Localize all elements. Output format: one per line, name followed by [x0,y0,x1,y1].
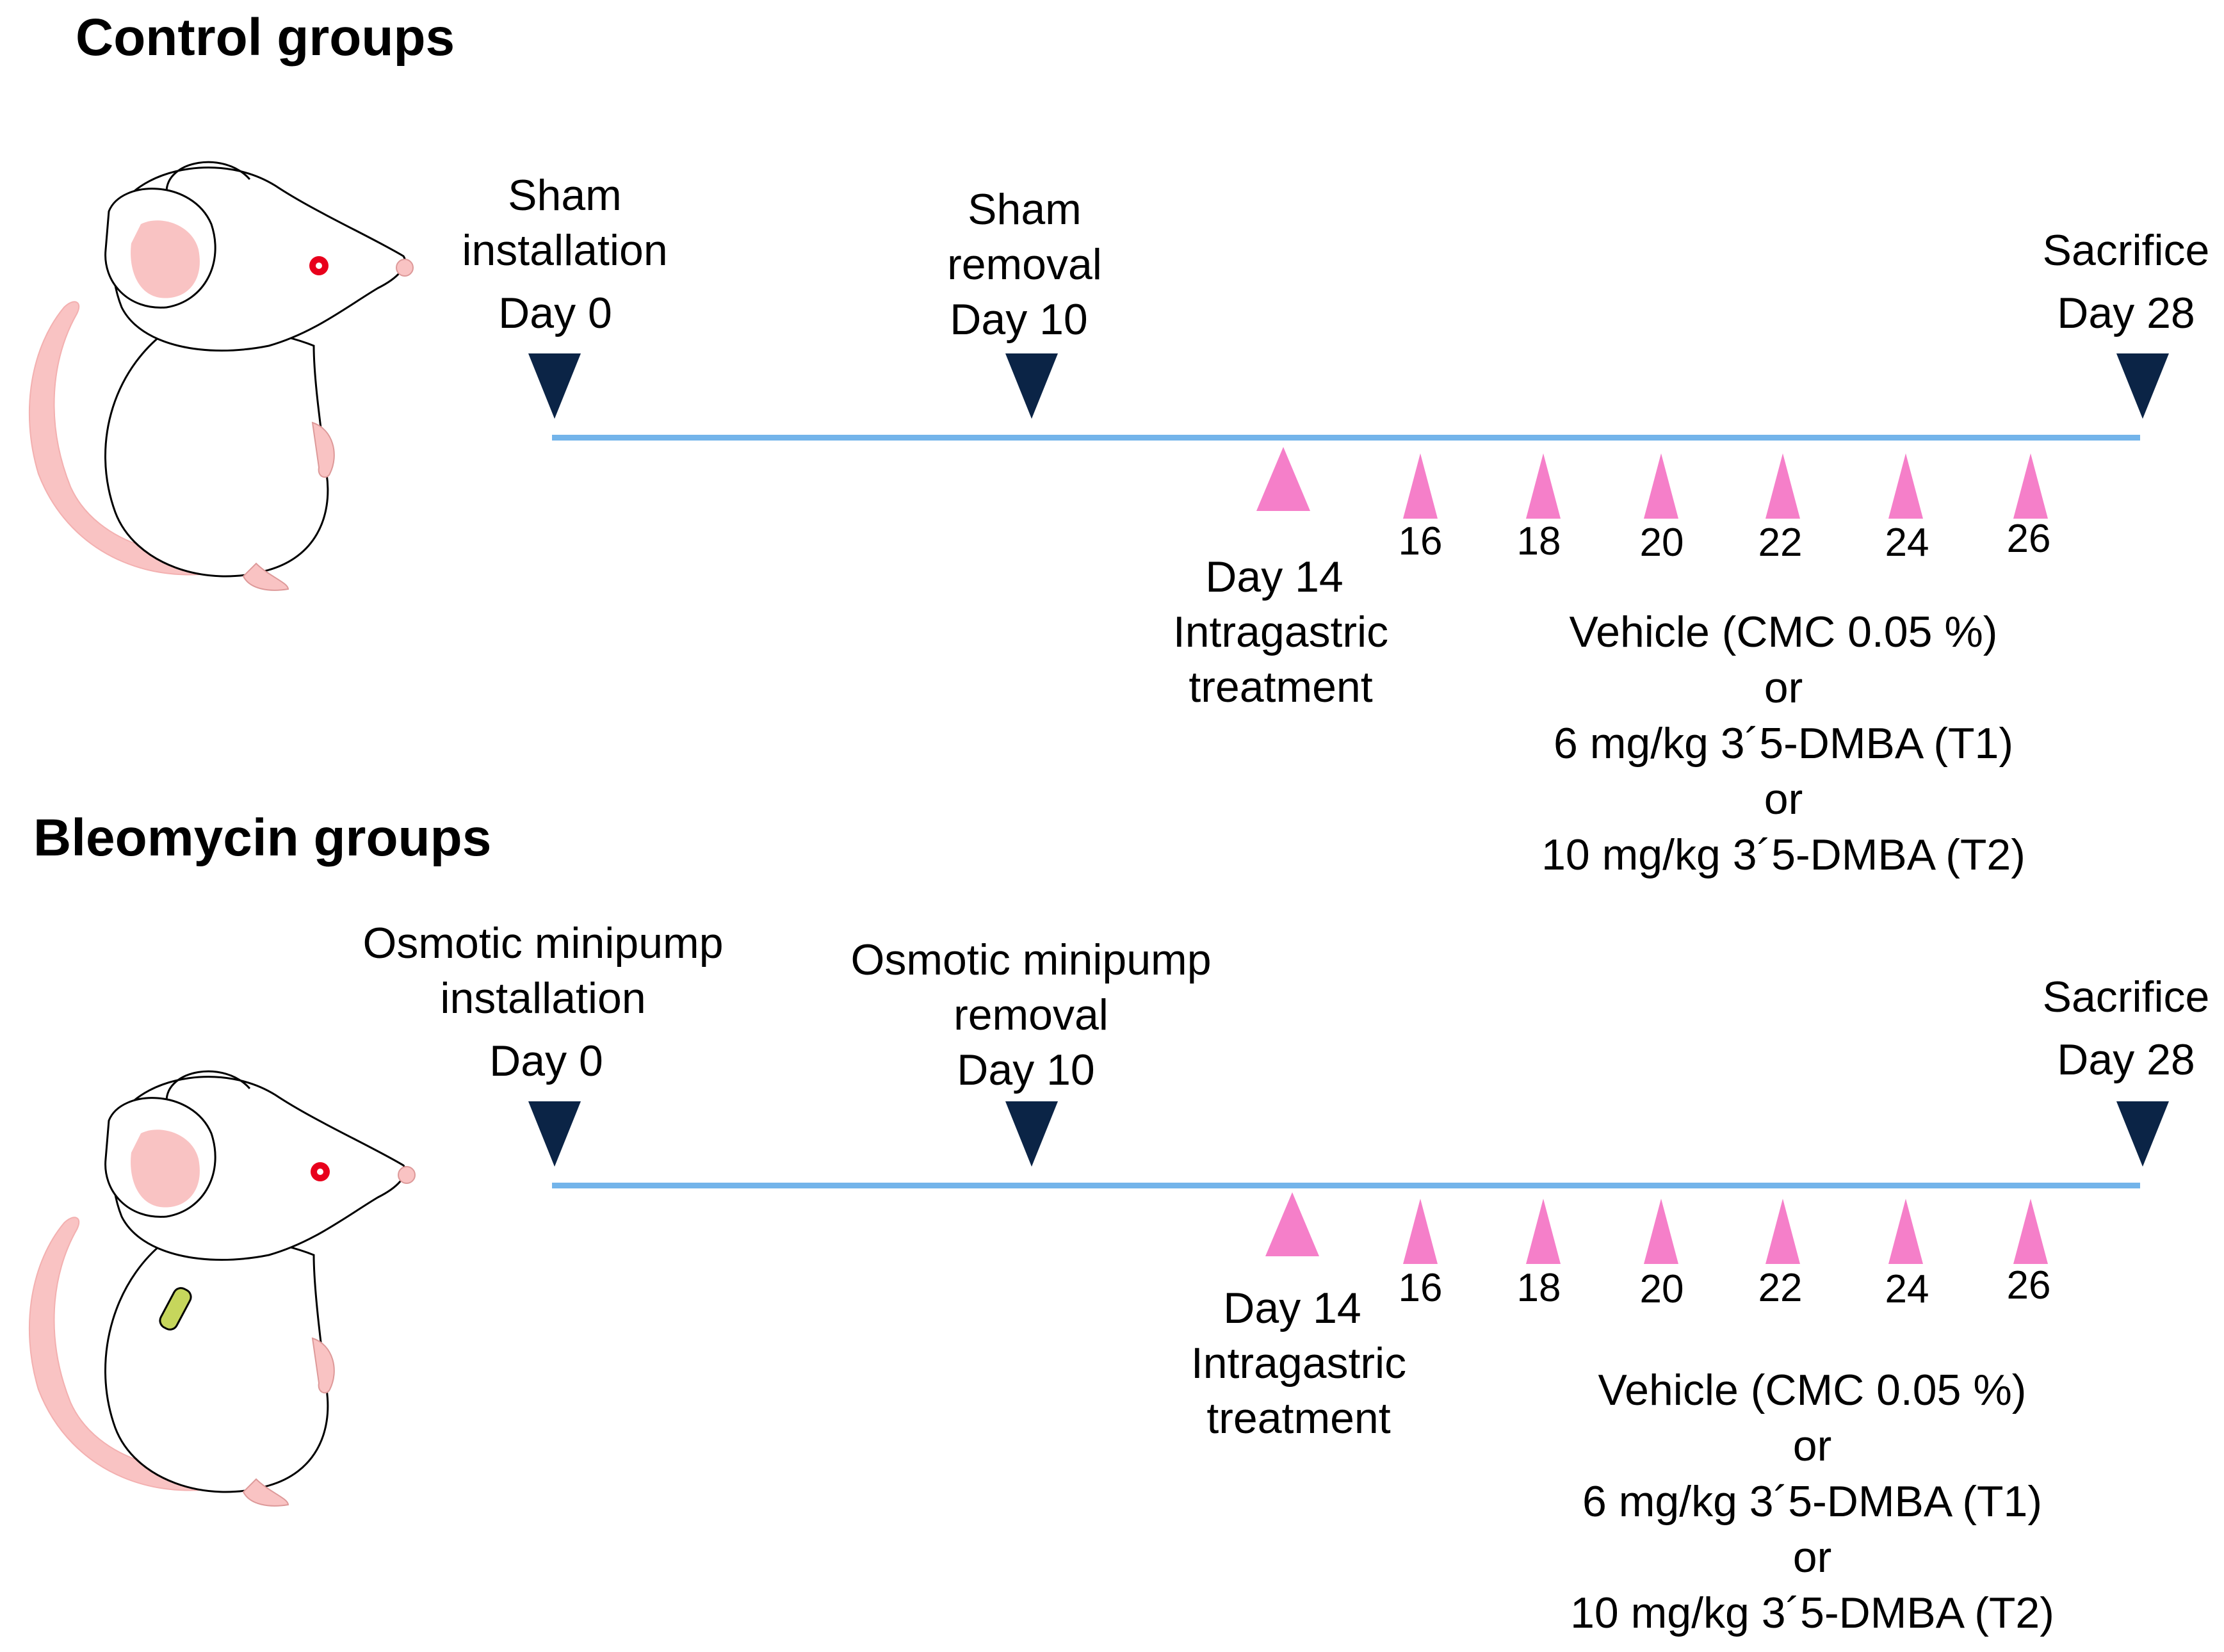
treatment-start-line: Day 14 [1223,1284,1361,1332]
event-name-line: Osmotic minipump [850,935,1212,984]
event-day: Day 0 [489,1037,603,1085]
event-label-day10: Sham removal Day 10 [864,182,1185,347]
event-day: Day 10 [950,295,1088,344]
treatment-description: Vehicle (CMC 0.05 %) or 6 mg/kg 3´5-DMBA… [1524,1363,2100,1641]
event-name-line: removal [954,991,1108,1039]
event-day: Day 28 [2057,289,2195,337]
treatment-start-line: treatment [1189,663,1373,711]
up-triangle-marker [1888,453,1923,519]
tick-label: 24 [1885,1267,1929,1311]
event-name-line: Sham [508,171,622,220]
event-name-line: removal [947,240,1102,289]
treatment-description-line: 6 mg/kg 3´5-DMBA (T1) [1554,719,2013,768]
up-triangle-marker [1526,1199,1561,1264]
down-triangle-marker [1005,1101,1058,1167]
tick-label: 16 [1398,1266,1443,1310]
treatment-description-line: or [1792,1533,1832,1582]
up-triangle-marker [2013,453,2048,519]
event-day: Day 28 [2057,1035,2195,1084]
up-triangle-marker [1265,1192,1319,1256]
treatment-description-line: Vehicle (CMC 0.05 %) [1569,608,1998,656]
event-name-line: installation [462,226,668,275]
treatment-description-line: 10 mg/kg 3´5-DMBA (T2) [1541,830,2025,879]
event-label-day28: Sacrifice Day 28 [2030,969,2222,1087]
tick-label: 18 [1516,519,1561,563]
treatment-start-line: Day 14 [1205,553,1343,601]
down-triangle-marker [528,1101,581,1167]
up-triangle-marker [2013,1199,2048,1264]
event-name-line: installation [440,974,646,1023]
treatment-description: Vehicle (CMC 0.05 %) or 6 mg/kg 3´5-DMBA… [1495,604,2072,883]
treatment-description-line: or [1764,663,1803,712]
treatment-start-line: treatment [1206,1394,1391,1443]
event-name-line: Sham [968,185,1082,234]
tick-label: 26 [2006,517,2051,561]
up-triangle-marker [1526,453,1561,519]
event-name-line: Sacrifice [2042,226,2210,275]
up-triangle-marker [1403,453,1438,519]
event-label-day10: Osmotic minipump removal Day 10 [807,932,1255,1097]
tick-label: 22 [1758,521,1803,565]
up-triangle-marker [1644,1199,1678,1264]
up-triangle-marker [1644,453,1678,519]
treatment-start-line: Intragastric [1173,608,1389,656]
event-label-day0: Sham installation Day 0 [405,168,725,341]
treatment-description-line: 10 mg/kg 3´5-DMBA (T2) [1570,1589,2054,1637]
treatment-description-line: 6 mg/kg 3´5-DMBA (T1) [1582,1477,2042,1526]
event-name-line: Sacrifice [2042,973,2210,1021]
event-label-day0: Osmotic minipump installation Day 0 [319,916,767,1089]
down-triangle-marker [1005,353,1058,419]
panel-title: Control groups [76,8,455,67]
treatment-description-line: or [1764,775,1803,823]
timeline-axis [552,1183,2140,1188]
up-triangle-marker [1765,453,1800,519]
mouse-icon [28,1070,416,1507]
timeline-axis [552,435,2140,441]
down-triangle-marker [2116,1101,2169,1167]
up-triangle-marker [1765,1199,1800,1264]
tick-label: 20 [1639,521,1684,565]
event-name-line: Osmotic minipump [362,919,724,968]
event-day: Day 0 [498,289,612,337]
down-triangle-marker [2116,353,2169,419]
treatment-description-line: Vehicle (CMC 0.05 %) [1598,1366,2027,1414]
tick-label: 20 [1639,1267,1684,1311]
tick-label: 22 [1758,1266,1803,1310]
mouse-icon [28,161,414,591]
tick-label: 26 [2006,1263,2051,1308]
up-triangle-marker [1256,447,1310,511]
treatment-description-line: or [1792,1421,1832,1470]
panel-title: Bleomycin groups [33,809,492,867]
treatment-start-label: Day 14 Intragastric treatment [1121,549,1441,715]
treatment-start-line: Intragastric [1190,1339,1407,1388]
tick-label: 24 [1885,521,1929,565]
treatment-start-label: Day 14 Intragastric treatment [1139,1281,1459,1446]
tick-label: 16 [1398,519,1443,563]
bleomycin-groups-panel: Bleomycin groups Osmotic minipump instal… [0,809,2224,1652]
control-groups-panel: Control groups Sham installation Day 0 S… [28,8,2222,879]
up-triangle-marker [1403,1199,1438,1264]
up-triangle-marker [1888,1199,1923,1264]
down-triangle-marker [528,353,581,419]
event-day: Day 10 [957,1046,1095,1094]
tick-label: 18 [1516,1266,1561,1310]
event-label-day28: Sacrifice Day 28 [2030,223,2222,341]
